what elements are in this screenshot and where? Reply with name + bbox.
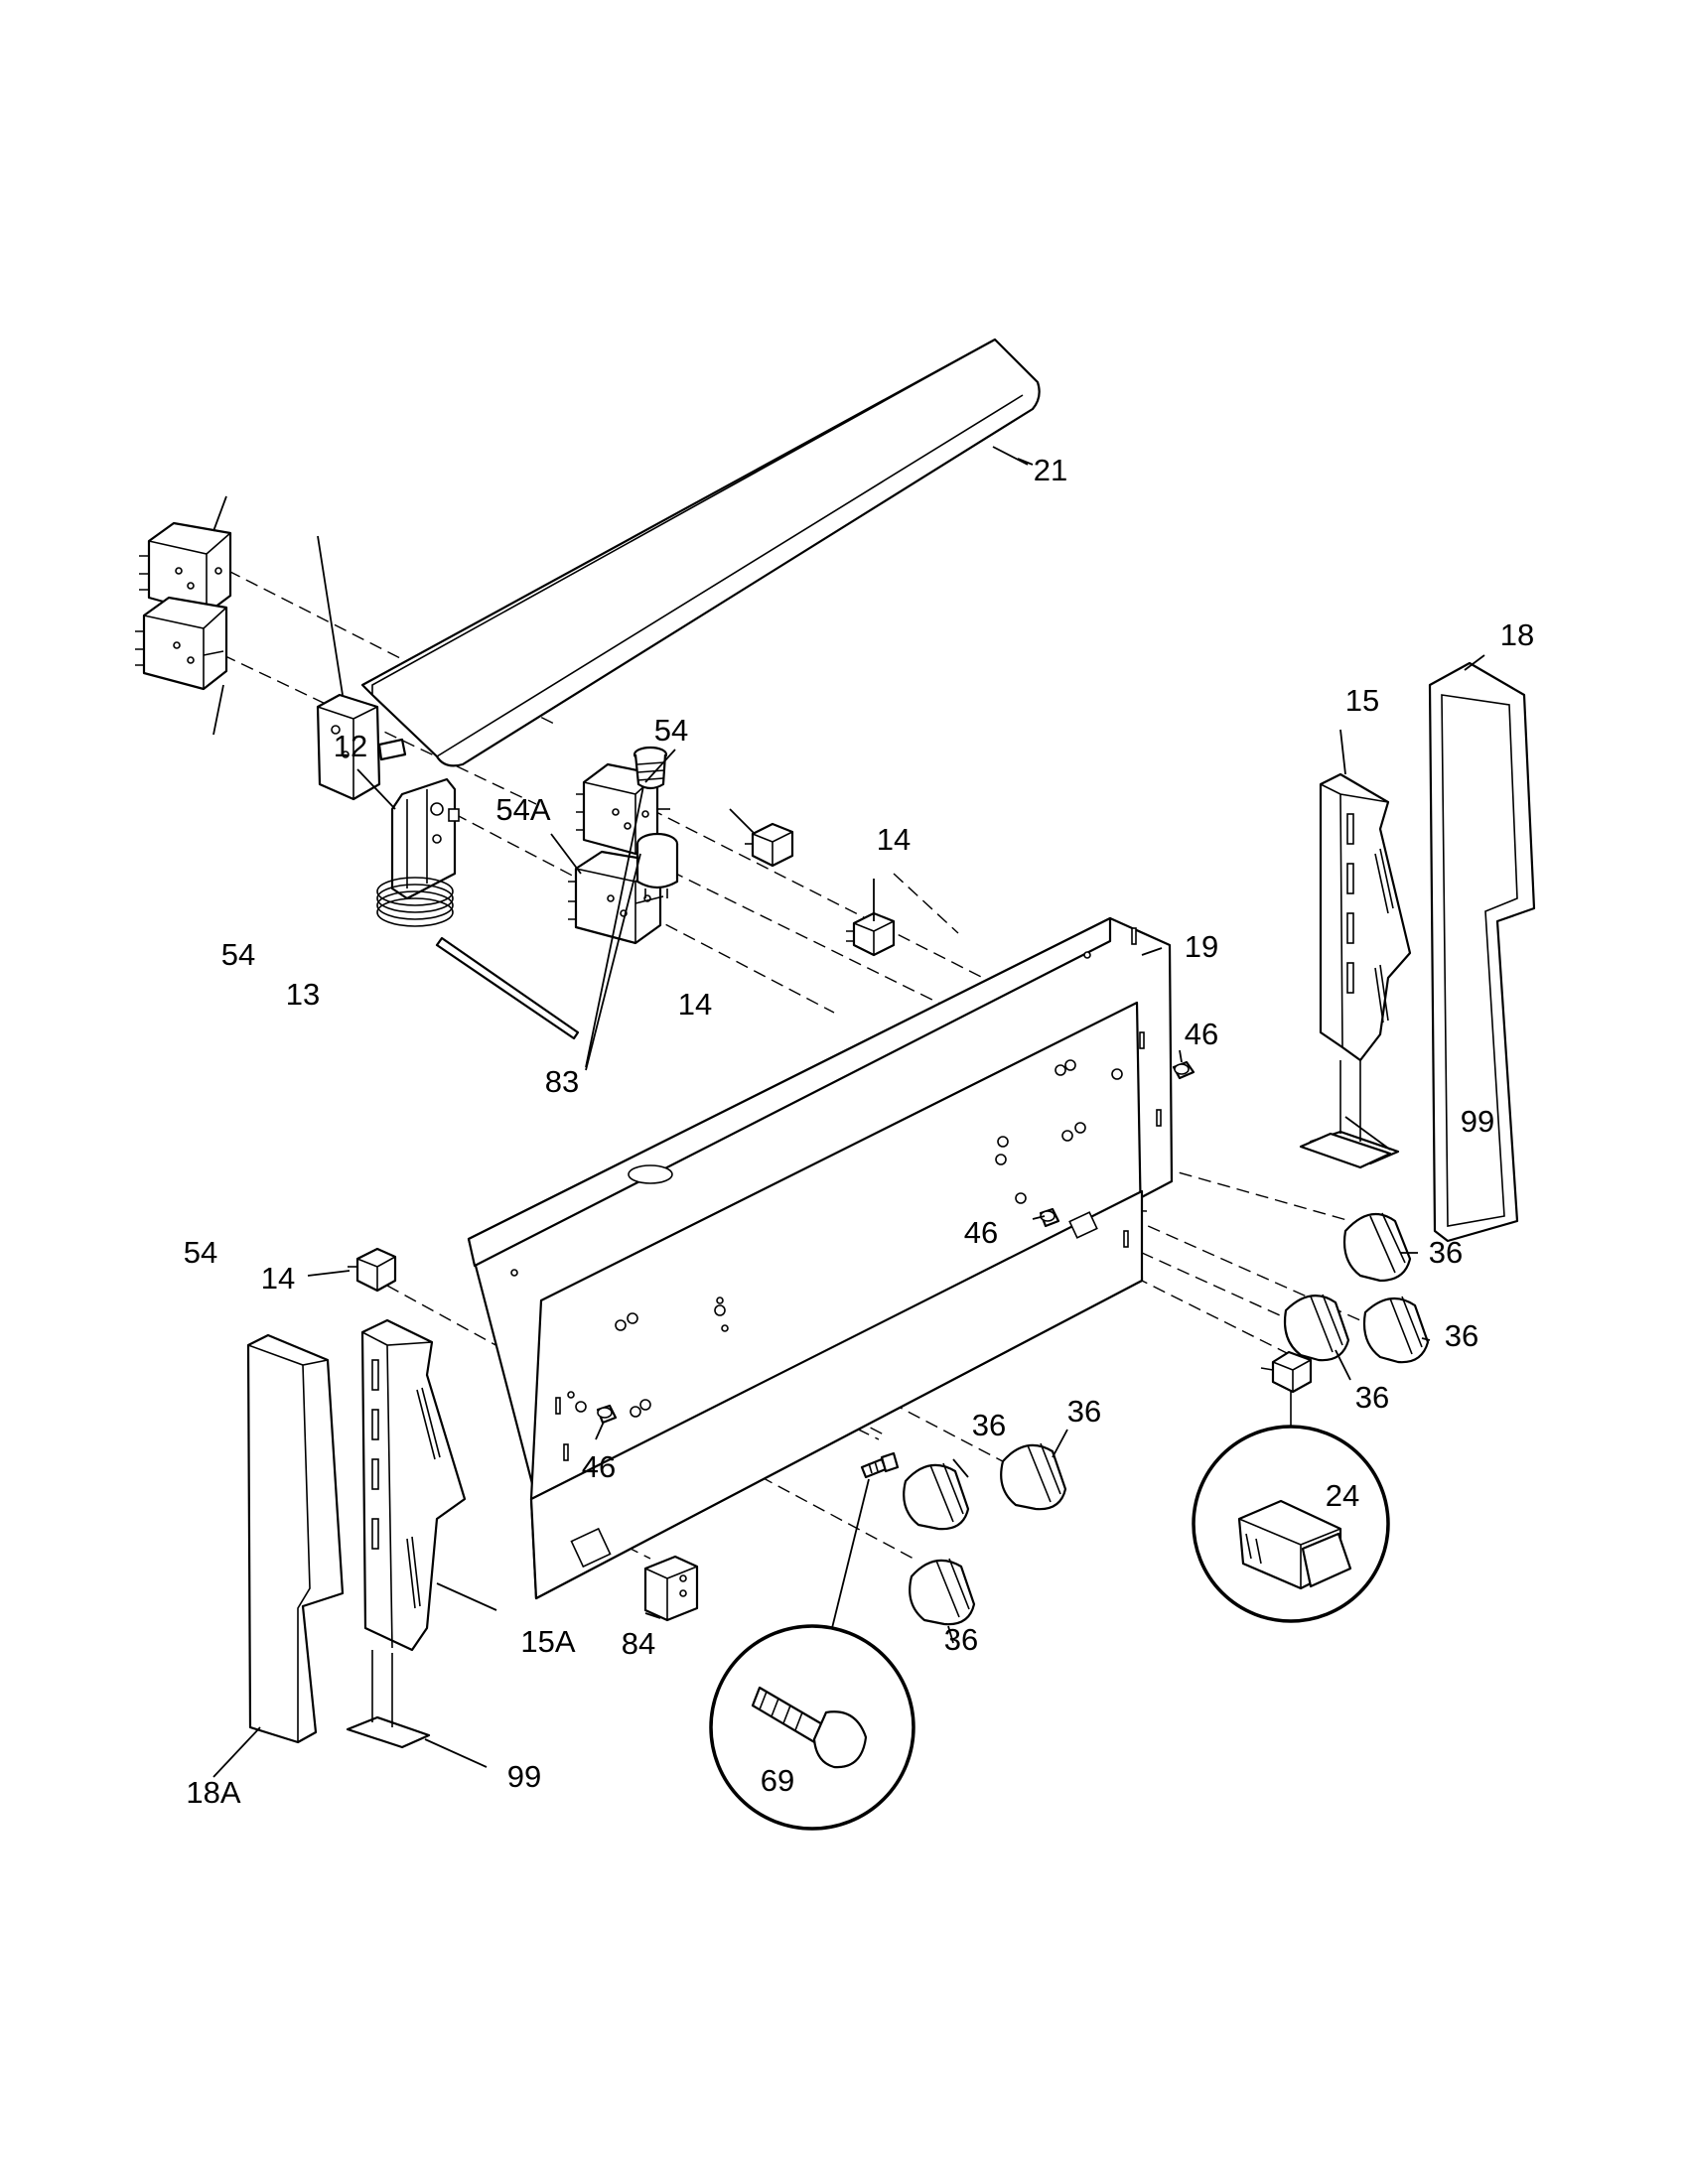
callout-69: 69 [761,1763,794,1798]
part-21-top-trim [360,338,1041,767]
part-83-indicator-body [635,832,679,898]
part-13-timer [316,693,407,801]
callout-36-mid1: 36 [972,1408,1006,1442]
part-24-rocker-switch-small [1260,1350,1313,1437]
callout-36-r2: 36 [1445,1318,1478,1353]
part-36-knob-mid1 [903,1462,970,1531]
callout-46-right-mid: 46 [964,1215,998,1250]
part-15a-end-bracket-left [346,1318,467,1749]
part-12-thermostat [376,777,580,1040]
part-46-bushing-left [596,1404,618,1425]
part-54-switch-left-bottom [135,596,228,691]
callout-99-right: 99 [1461,1104,1494,1139]
part-15-end-bracket-right [1309,772,1412,1165]
part-83-indicator-lens [633,746,668,790]
part-36-knob-r1 [1342,1212,1412,1283]
callout-labels: 21 12 54 54A 14 19 15 18 54 13 14 83 46 … [184,453,1534,1810]
part-84-terminal-block [643,1555,699,1622]
part-18a-end-trim-left [246,1333,345,1744]
part-14-light-switch-top [846,911,896,957]
callout-15a: 15A [520,1624,575,1659]
part-14-light-switch-left [348,1247,397,1293]
part-14-light-switch-mid [745,822,794,868]
callout-36-mid2: 36 [1067,1394,1101,1429]
callout-83: 83 [545,1064,579,1099]
callout-46-left: 46 [582,1449,616,1484]
callout-54a: 54A [495,792,550,827]
part-46-bushing-right-mid [1039,1207,1060,1228]
callout-36-r1: 36 [1429,1235,1463,1270]
zoom-detail-24 [1192,1425,1390,1623]
callout-54-left-bottom: 54 [184,1235,217,1270]
callout-14-left: 14 [261,1261,295,1296]
callout-84: 84 [622,1626,655,1661]
callout-14-mid: 14 [678,987,712,1022]
part-19-control-panel [467,916,1174,1600]
callout-54-top: 54 [654,713,688,748]
callout-13: 13 [286,977,320,1012]
callout-15: 15 [1345,683,1379,718]
callout-36-r3: 36 [1355,1380,1389,1415]
callout-46-right-top: 46 [1185,1017,1218,1051]
callout-14-top: 14 [877,822,911,857]
callout-36-bottom: 36 [944,1622,978,1657]
part-69-screw-small [860,1451,900,1479]
part-36-knob-bottom [909,1558,976,1626]
callout-24: 24 [1326,1478,1359,1513]
part-46-bushing-right-top [1172,1060,1196,1080]
callout-12: 12 [334,729,367,763]
part-54-switch-left-top [139,521,232,615]
callout-21: 21 [1034,453,1067,487]
part-99-pad-right [1299,1132,1392,1169]
part-36-knob-mid2 [1000,1442,1067,1511]
callout-18a: 18A [186,1775,240,1810]
part-36-knob-r3 [1362,1296,1430,1364]
part-36-knob-r2 [1283,1294,1350,1362]
callout-99-left: 99 [507,1759,541,1794]
part-18-end-trim-right [1428,661,1536,1243]
callout-19: 19 [1185,929,1218,964]
leader-lines [212,446,1485,1778]
callout-54-left-top: 54 [221,937,255,972]
callout-18: 18 [1500,617,1534,652]
zoom-detail-69 [709,1624,915,1831]
